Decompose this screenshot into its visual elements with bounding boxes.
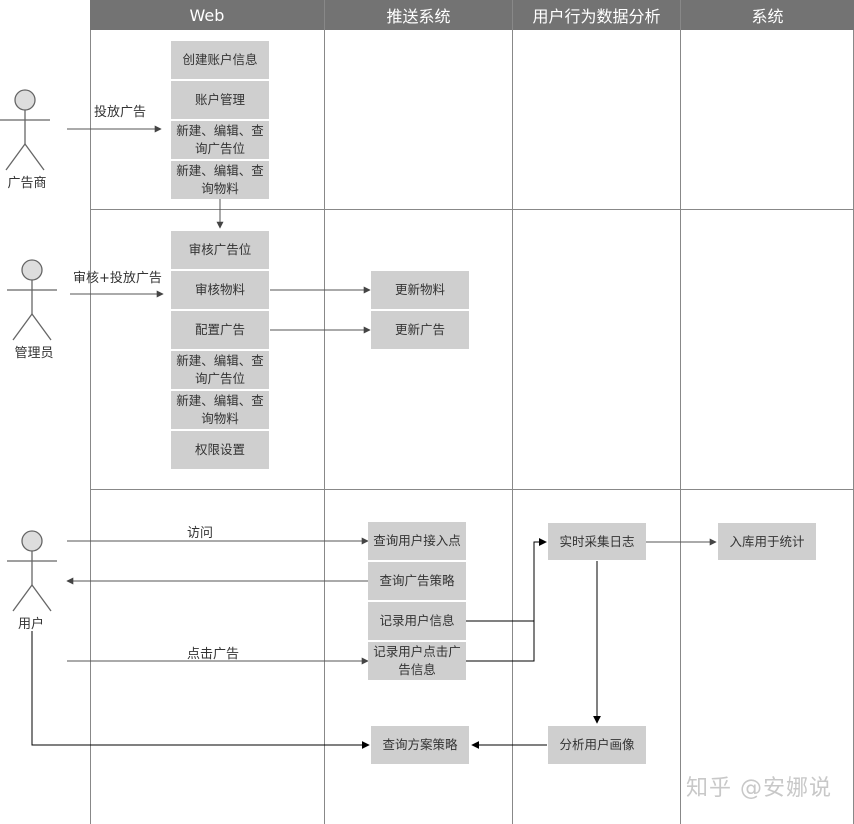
box-admin-material-ops: 新建、编辑、查 询物料 bbox=[171, 391, 269, 429]
box-query-entry: 查询用户接入点 bbox=[368, 522, 466, 560]
box-review-slot: 审核广告位 bbox=[171, 231, 269, 269]
box-realtime-log: 实时采集日志 bbox=[548, 523, 646, 560]
lane-header-system: 系统 bbox=[681, 0, 854, 30]
admin-figure bbox=[7, 259, 57, 341]
arrow-user-to-plan bbox=[31, 631, 370, 749]
box-create-account: 创建账户信息 bbox=[171, 41, 269, 79]
user-figure bbox=[7, 530, 57, 612]
box-store-stats: 入库用于统计 bbox=[718, 523, 816, 560]
box-record-user: 记录用户信息 bbox=[368, 602, 466, 640]
label-review-place: 审核+投放广告 bbox=[73, 271, 162, 286]
box-update-material: 更新物料 bbox=[371, 271, 469, 309]
box-update-ad: 更新广告 bbox=[371, 311, 469, 349]
box-analyze-profile: 分析用户画像 bbox=[548, 726, 646, 764]
box-permission: 权限设置 bbox=[171, 431, 269, 469]
box-adv-slot-ops: 新建、编辑、查 询广告位 bbox=[171, 121, 269, 159]
actor-user: 用户 bbox=[17, 617, 44, 632]
box-record-click: 记录用户点击广 告信息 bbox=[368, 642, 466, 680]
box-review-material: 审核物料 bbox=[171, 271, 269, 309]
label-place-ad: 投放广告 bbox=[94, 105, 147, 120]
lane-header-push: 推送系统 bbox=[325, 0, 512, 30]
label-click-ad: 点击广告 bbox=[187, 647, 240, 662]
box-query-strategy: 查询广告策略 bbox=[368, 562, 466, 600]
lane-header-web: Web bbox=[90, 0, 324, 30]
box-account-manage: 账户管理 bbox=[171, 81, 269, 119]
lane-header-analytics: 用户行为数据分析 bbox=[513, 0, 680, 30]
actor-advertiser: 广告商 bbox=[7, 176, 47, 191]
watermark: 知乎 @安娜说 bbox=[686, 776, 832, 801]
actor-admin: 管理员 bbox=[14, 346, 54, 361]
box-query-plan: 查询方案策略 bbox=[371, 726, 469, 764]
box-admin-slot-ops: 新建、编辑、查 询广告位 bbox=[171, 351, 269, 389]
label-visit: 访问 bbox=[187, 526, 214, 541]
box-adv-material-ops: 新建、编辑、查 询物料 bbox=[171, 161, 269, 199]
box-config-ad: 配置广告 bbox=[171, 311, 269, 349]
advertiser-figure bbox=[0, 89, 50, 171]
arrow-click-to-log bbox=[466, 538, 547, 662]
